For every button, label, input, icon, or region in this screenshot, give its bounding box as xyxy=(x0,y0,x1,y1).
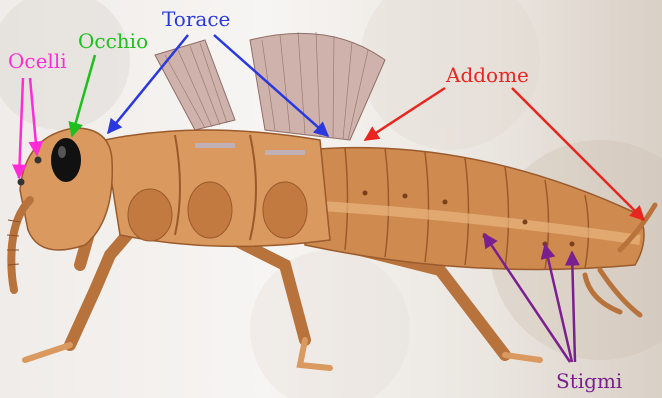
label-stigmi: Stigmi xyxy=(556,369,622,393)
thorax xyxy=(105,130,330,246)
label-occhio: Occhio xyxy=(78,29,148,53)
label-ocelli: Ocelli xyxy=(8,49,67,73)
compound-eye xyxy=(51,138,81,182)
ocellus-2 xyxy=(35,157,42,164)
ocellus-1 xyxy=(18,179,25,186)
label-addome: Addome xyxy=(445,63,529,87)
head xyxy=(7,128,112,290)
label-torace: Torace xyxy=(162,7,230,31)
